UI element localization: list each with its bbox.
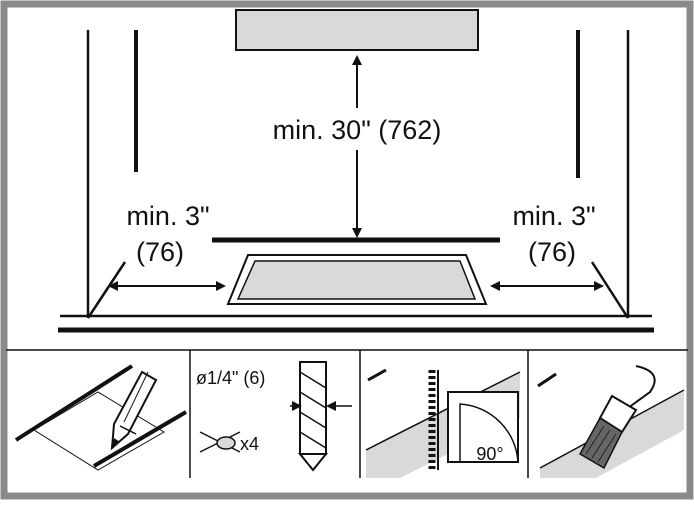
board-edge-lower: [92, 410, 188, 468]
saw-board-edge-mark: [367, 368, 387, 382]
right-clearance-label-1: min. 3": [512, 201, 595, 231]
left-clearance-label-2: (76): [136, 237, 184, 267]
board-edge-upper: [14, 364, 134, 442]
hole-icon: [216, 436, 236, 450]
drill-bit-icon: [297, 361, 329, 472]
step-saw-cut: 90°: [365, 368, 521, 478]
cutout-inner: [236, 260, 477, 300]
jigsaw-icon: [428, 370, 439, 470]
right-diagonal-edge: [590, 261, 630, 319]
brush-icon: [578, 365, 656, 470]
drill-diameter-label: ø1/4" (6): [196, 368, 265, 388]
saw-board-top: [365, 371, 521, 451]
clearance-diagram: min. 30" (762) min. 3" (76) min. 3" (76): [58, 9, 654, 333]
hole-count-label: x4: [240, 434, 259, 454]
marked-outline: [33, 391, 165, 471]
brush-board-edge-mark: [537, 372, 557, 388]
step-drill-holes: ø1/4" (6) x4: [196, 361, 352, 472]
step-mark-cutout: [14, 364, 188, 471]
pencil-icon: [110, 370, 158, 451]
steps-strip: ø1/4" (6) x4 90°: [6, 349, 688, 478]
left-diagonal-edge: [86, 261, 127, 319]
left-clearance-label-1: min. 3": [126, 201, 209, 231]
top-clearance-label: min. 30" (762): [273, 115, 442, 145]
angle-arc: [459, 403, 519, 463]
angle-label: 90°: [476, 444, 503, 464]
step-seal-edges: [537, 365, 685, 478]
upper-cabinet: [235, 9, 479, 51]
right-clearance-label-2: (76): [528, 237, 576, 267]
